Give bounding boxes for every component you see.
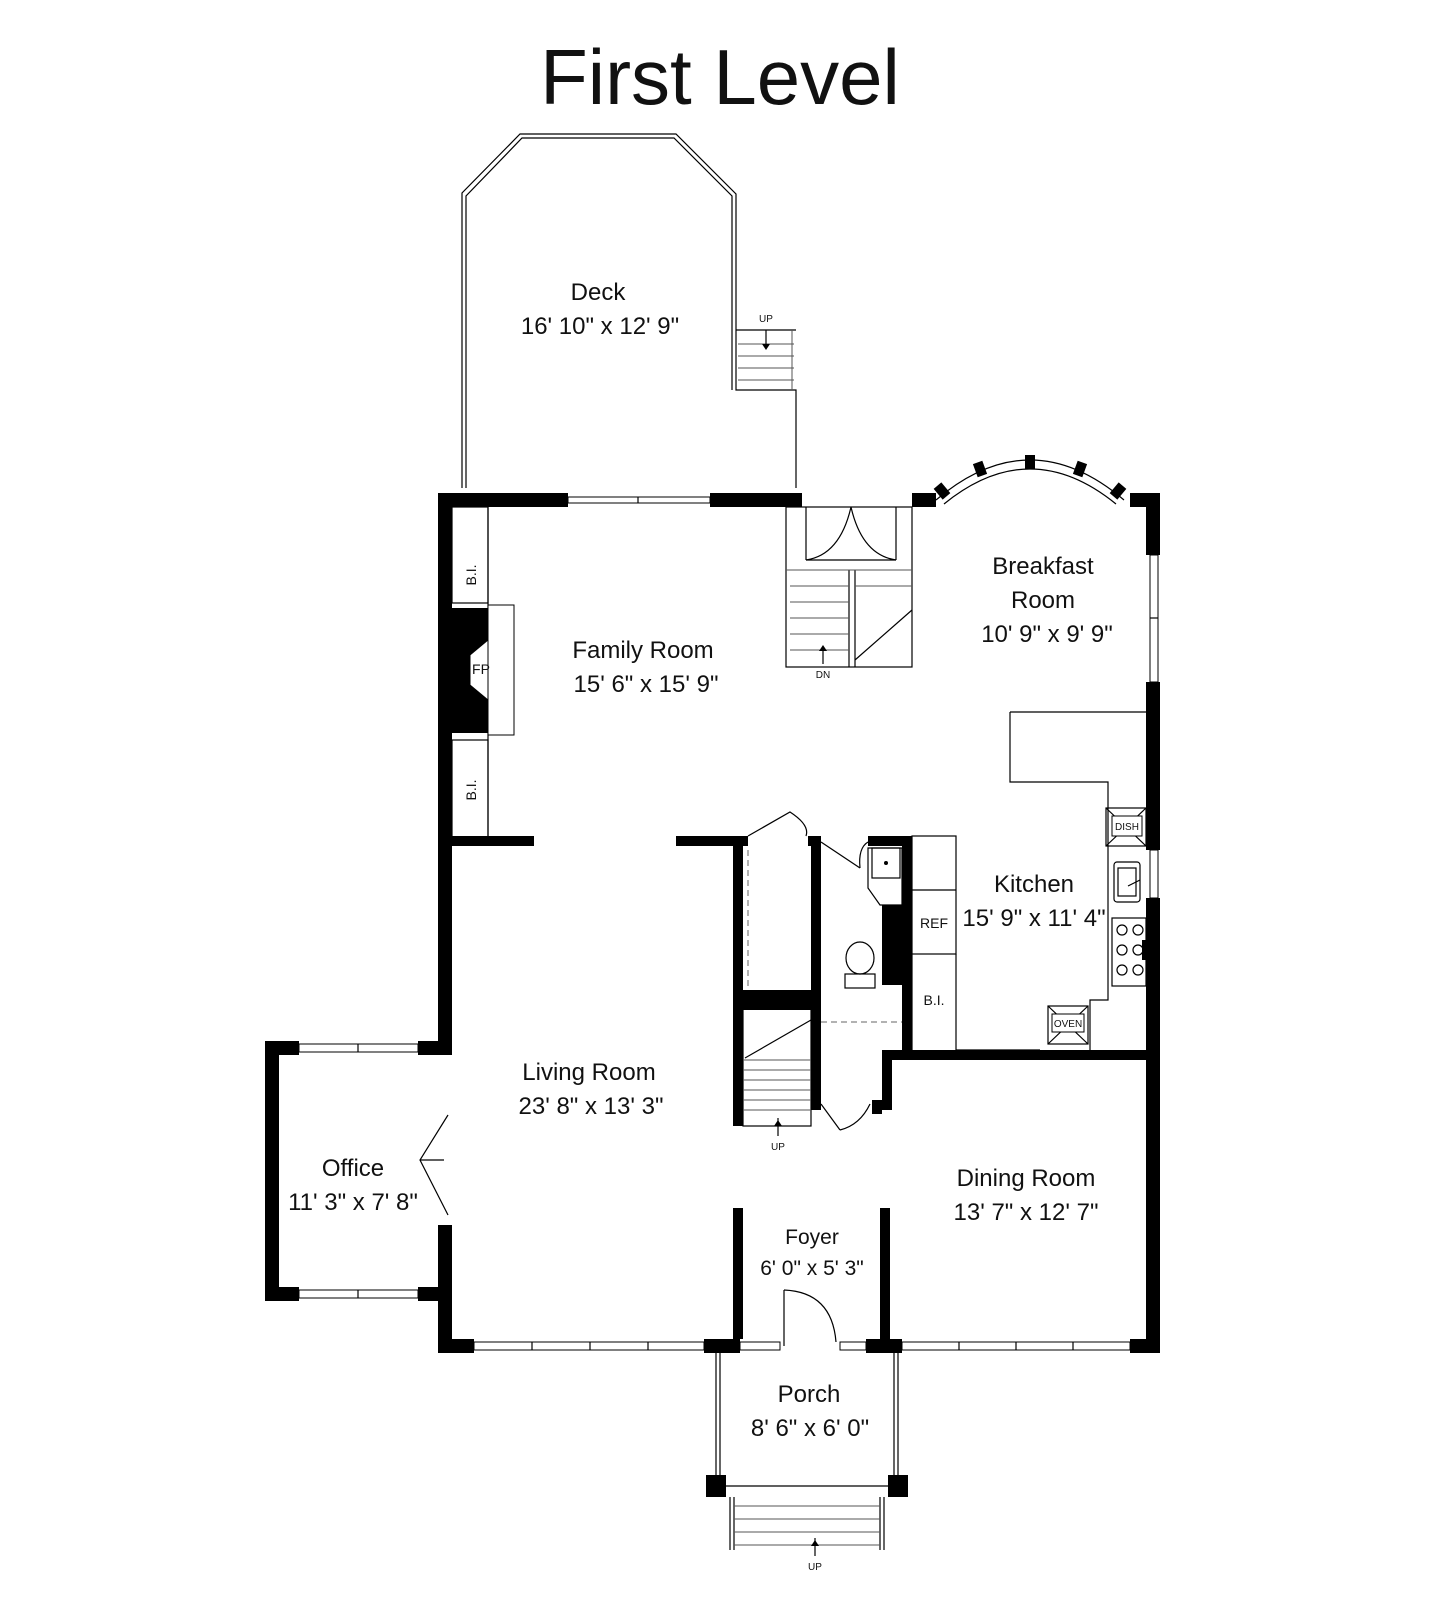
fireplace-label: FP bbox=[472, 661, 490, 677]
breakfast-room-name-line2: Room bbox=[1011, 587, 1075, 614]
porch-up-label: UP bbox=[808, 1562, 822, 1573]
living-room-name: Living Room bbox=[522, 1059, 655, 1086]
kitchen-name: Kitchen bbox=[994, 871, 1074, 898]
breakfast-room-dims: 10' 9" x 9' 9" bbox=[981, 621, 1113, 648]
bi-label-bottom: B.I. bbox=[463, 779, 479, 800]
foyer-dims: 6' 0" x 5' 3" bbox=[760, 1257, 863, 1280]
deck-outline: UP bbox=[461, 133, 797, 488]
breakfast-windows bbox=[1149, 554, 1159, 683]
kitchen-refrigerator: REF B.I. bbox=[911, 835, 957, 1050]
interior-walls bbox=[418, 836, 1150, 1339]
closet-door bbox=[747, 811, 808, 837]
basement-stairs: DN bbox=[785, 506, 913, 681]
breakfast-room-name-line1: Breakfast bbox=[992, 553, 1094, 580]
family-room-dims: 15' 6" x 15' 9" bbox=[574, 671, 719, 698]
sliding-door bbox=[567, 496, 711, 504]
hall-closet bbox=[811, 1021, 902, 1131]
dining-room-dims: 13' 7" x 12' 7" bbox=[954, 1199, 1099, 1226]
deck-stairs bbox=[738, 330, 794, 390]
ref-label: REF bbox=[920, 915, 948, 931]
deck-dims: 16' 10" x 12' 9" bbox=[521, 313, 679, 340]
plan-title: First Level bbox=[540, 33, 900, 121]
kitchen-window bbox=[1149, 849, 1159, 899]
kitchen-dims: 15' 9" x 11' 4" bbox=[962, 905, 1105, 932]
front-windows bbox=[473, 1341, 1131, 1351]
office-name: Office bbox=[322, 1155, 384, 1182]
family-builtins: B.I. B.I. FP bbox=[451, 506, 515, 841]
bi-label-top: B.I. bbox=[463, 564, 479, 585]
office-walls bbox=[265, 1041, 449, 1301]
dish-label: DISH bbox=[1115, 822, 1139, 833]
exterior-walls bbox=[438, 493, 1160, 1353]
upper-stairs: UP bbox=[742, 999, 812, 1153]
deck-up-label: UP bbox=[759, 314, 773, 325]
deck-name: Deck bbox=[571, 279, 627, 306]
kitchen-counters: DISH OVEN bbox=[1009, 711, 1147, 1050]
office-dims: 11' 3" x 7' 8" bbox=[288, 1189, 418, 1216]
stairs-up-label: UP bbox=[771, 1142, 785, 1153]
family-room-name: Family Room bbox=[572, 637, 713, 664]
powder-room bbox=[820, 841, 903, 989]
bi-label-kitchen: B.I. bbox=[923, 992, 944, 1008]
front-door bbox=[783, 1289, 837, 1346]
porch-dims: 8' 6" x 6' 0" bbox=[751, 1415, 869, 1442]
dining-room-name: Dining Room bbox=[957, 1165, 1096, 1192]
porch: UP bbox=[706, 1353, 908, 1573]
foyer-name: Foyer bbox=[785, 1226, 839, 1249]
living-room-dims: 23' 8" x 13' 3" bbox=[519, 1093, 664, 1120]
porch-name: Porch bbox=[778, 1381, 841, 1408]
stairs-down-label: DN bbox=[816, 670, 830, 681]
breakfast-bay-window bbox=[933, 455, 1127, 505]
oven-label: OVEN bbox=[1054, 1019, 1082, 1030]
